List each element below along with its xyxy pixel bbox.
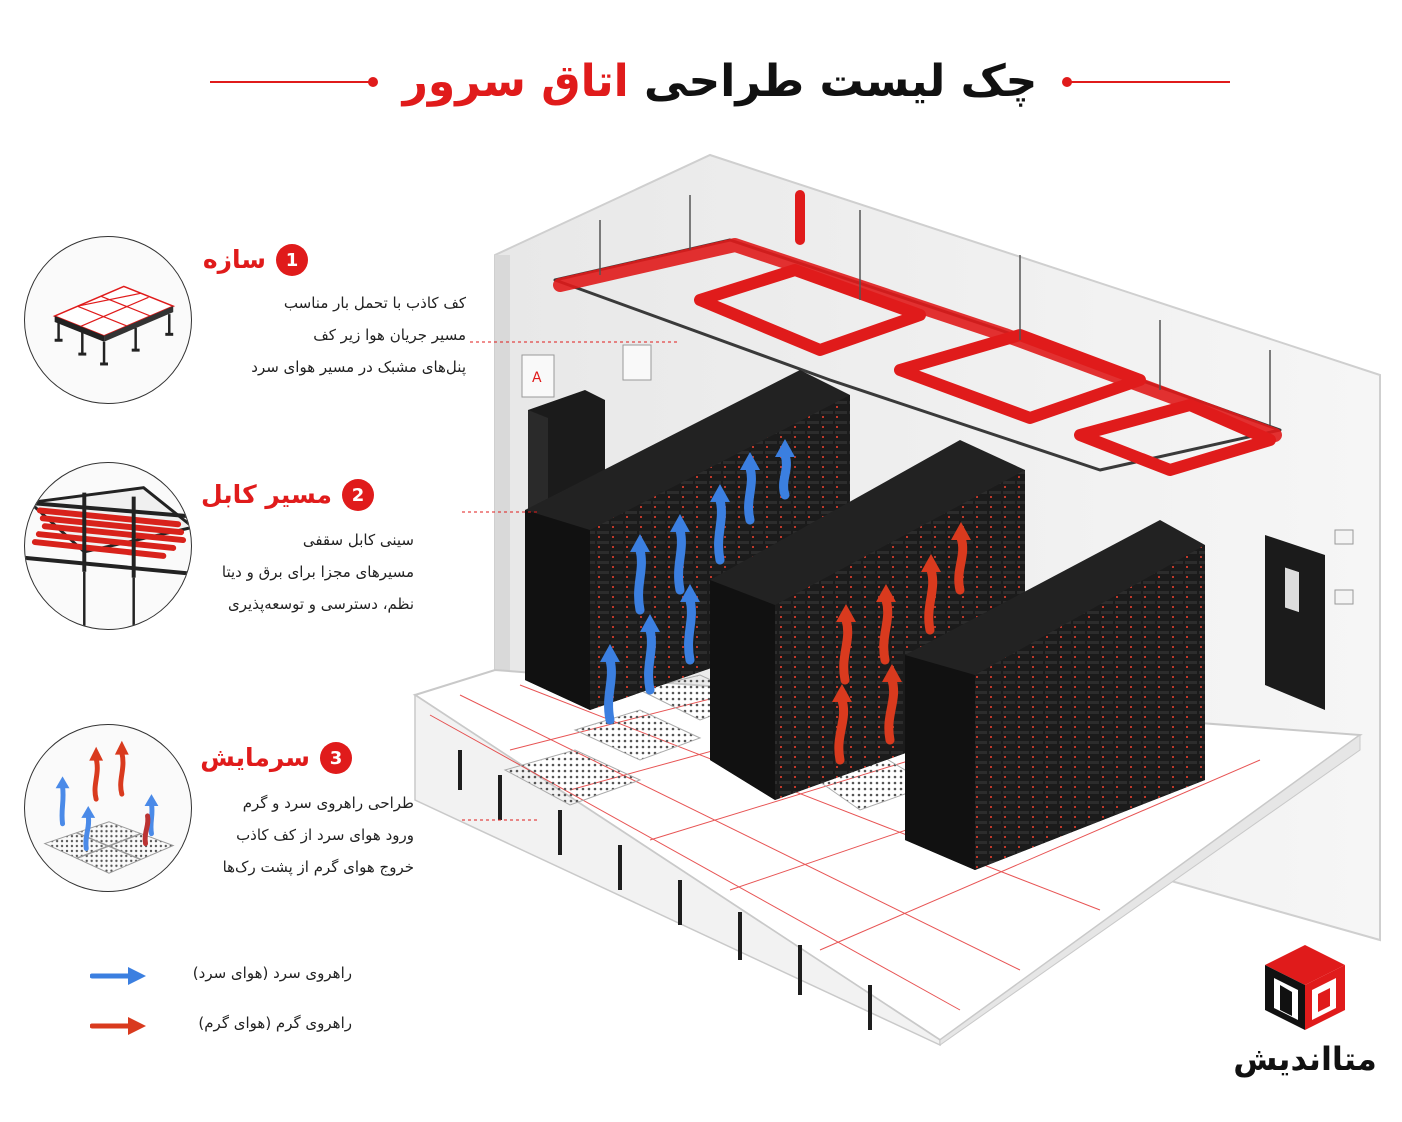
raised-floor-icon: [24, 236, 192, 404]
cold-aisle-arrow-icon: [90, 967, 146, 985]
item-3-title: سرمایش: [200, 743, 310, 772]
item-2-title: مسیر کابل: [200, 480, 332, 509]
svg-text:A: A: [532, 370, 542, 386]
page-title: چک لیست طراحی اتاق سرور: [395, 52, 1045, 112]
page-title-highlight: اتاق سرور: [402, 56, 629, 107]
list-item: پنل‌های مشبک در مسیر هوای سرد: [251, 358, 466, 376]
server-room-illustration: A: [412, 153, 1381, 1047]
legend-hot-aisle: راهروی گرم (هوای گرم): [90, 1012, 370, 1042]
item-1-number-badge: 1: [276, 244, 308, 276]
item-2-number-badge: 2: [342, 479, 374, 511]
item-2-heading: 2 مسیر کابل: [201, 479, 374, 511]
list-item: مسیر جریان هوا زیر کف: [313, 326, 466, 344]
title-rule-left: [210, 81, 370, 83]
list-item: خروج هوای گرم از پشت رک‌ها: [222, 858, 414, 876]
list-item: نظم، دسترسی و توسعه‌پذیری: [228, 595, 414, 613]
item-1-title: سازه: [202, 245, 266, 274]
item-1-heading: 1 سازه: [203, 244, 308, 276]
item-3-list: طراحی راهروی سرد و گرم ورود هوای سرد از …: [223, 787, 414, 883]
brand-logo: متااندیش: [1220, 940, 1390, 1090]
legend-cold-aisle: راهروی سرد (هوای سرد): [90, 962, 370, 992]
legend-cold-aisle-label: راهروی سرد (هوای سرد): [192, 964, 352, 982]
item-2-list: سینی کابل سقفی مسیرهای مجزا برای برق و د…: [222, 524, 414, 620]
list-item: ورود هوای سرد از کف کاذب: [236, 826, 414, 844]
legend-hot-aisle-label: راهروی گرم (هوای گرم): [198, 1014, 352, 1032]
brand-name: متااندیش: [1233, 1040, 1377, 1078]
list-item: مسیرهای مجزا برای برق و دیتا: [221, 563, 414, 581]
title-rule-right: [1070, 81, 1230, 83]
page-title-main: چک لیست طراحی: [644, 56, 1038, 107]
hot-aisle-arrow-icon: [90, 1017, 146, 1035]
item-3-heading: 3 سرمایش: [200, 742, 352, 774]
item-3-number-badge: 3: [320, 742, 352, 774]
list-item: طراحی راهروی سرد و گرم: [242, 794, 414, 812]
cooling-airflow-icon: [24, 724, 192, 892]
title-dot-left: [368, 77, 378, 87]
list-item: سینی کابل سقفی: [302, 531, 414, 549]
list-item: کف کاذب با تحمل بار مناسب: [283, 294, 466, 312]
page-title-bar: چک لیست طراحی اتاق سرور: [200, 48, 1240, 118]
title-dot-right: [1062, 77, 1072, 87]
item-1-list: کف کاذب با تحمل بار مناسب مسیر جریان هوا…: [251, 287, 466, 383]
cable-tray-icon: [24, 462, 192, 630]
metaandish-cube-logo: [1265, 945, 1345, 1030]
